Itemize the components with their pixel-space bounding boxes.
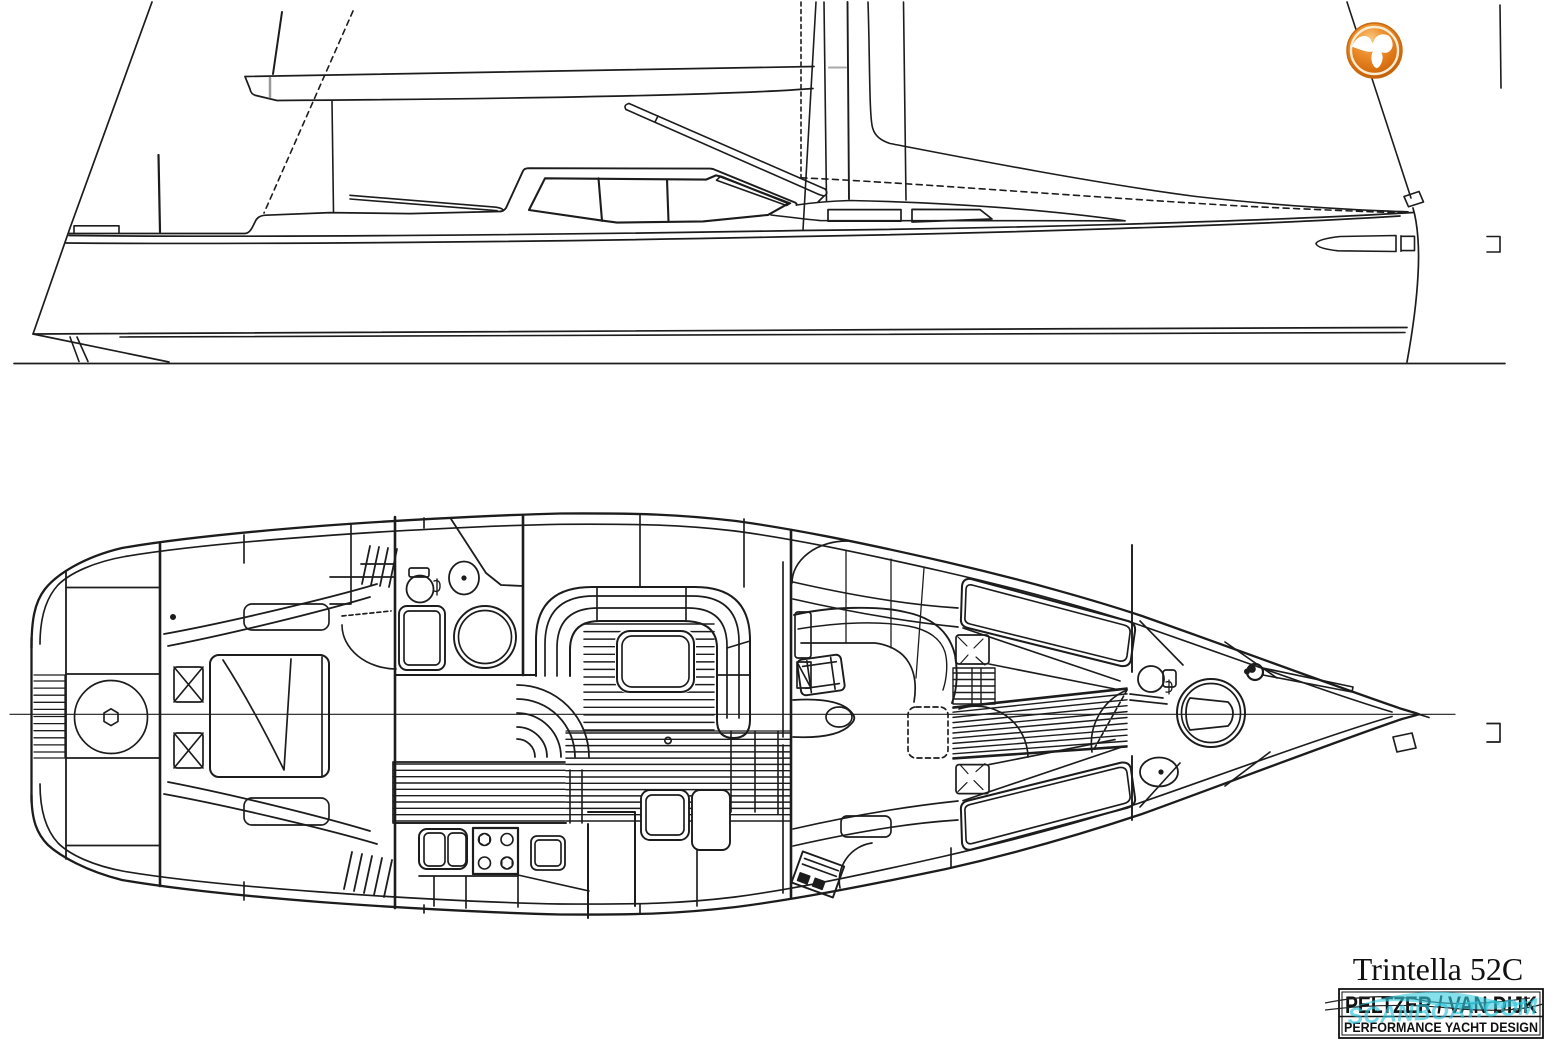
svg-text:PERFORMANCE YACHT DESIGN: PERFORMANCE YACHT DESIGN: [1344, 1019, 1538, 1035]
svg-text:Trintella 52C: Trintella 52C: [1353, 951, 1523, 987]
